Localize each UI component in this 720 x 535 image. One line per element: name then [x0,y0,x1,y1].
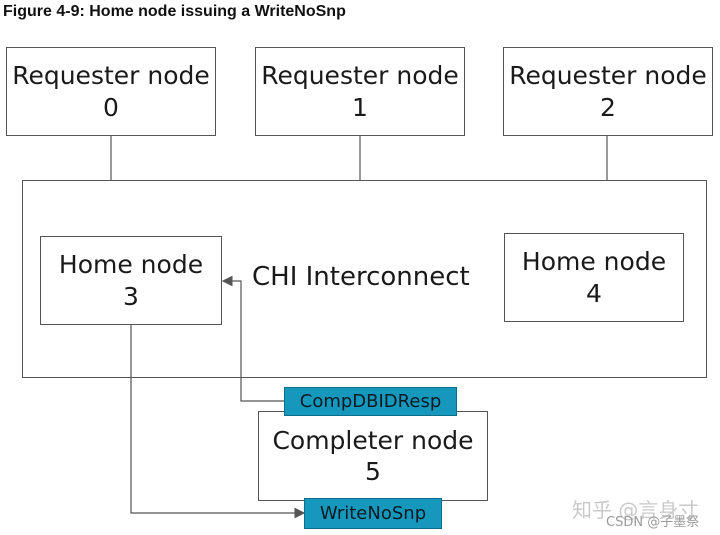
chi-interconnect-label: CHI Interconnect [252,262,470,292]
requester-node-0-id: 0 [103,92,119,122]
requester-node-1-id: 1 [352,92,368,122]
home-node-3-label: Home node [58,250,204,280]
completer-node-5-id: 5 [365,457,381,486]
requester-node-1: Requester node 1 [255,47,465,136]
home-node-4-id: 4 [586,278,602,308]
requester-node-2-id: 2 [600,92,616,122]
compdbidresp-arrow [221,275,284,402]
csdn-watermark: CSDN @子墨祭 [606,515,700,530]
compdbidresp-message: CompDBIDResp [284,387,457,416]
writenosnp-arrow [130,325,306,519]
completer-node-5-label: Completer node [272,425,474,455]
requester-node-2: Requester node 2 [503,47,713,136]
figure-caption: Figure 4-9: Home node issuing a WriteNoS… [3,3,346,20]
completer-node-5: Completer node 5 [258,411,488,501]
requester-node-2-label: Requester node [509,61,707,91]
requester-node-0: Requester node 0 [6,47,216,136]
writenosnp-message: WriteNoSnp [304,498,442,529]
zhihu-watermark: 知乎 @言身寸 [572,498,699,522]
home-node-3: Home node 3 [40,236,222,325]
home-node-3-id: 3 [123,281,139,311]
home-node-4: Home node 4 [504,233,684,322]
requester-node-0-label: Requester node [12,61,210,91]
chi-interconnect [22,180,707,378]
home-node-4-label: Home node [521,247,667,277]
requester-node-1-label: Requester node [261,61,459,91]
